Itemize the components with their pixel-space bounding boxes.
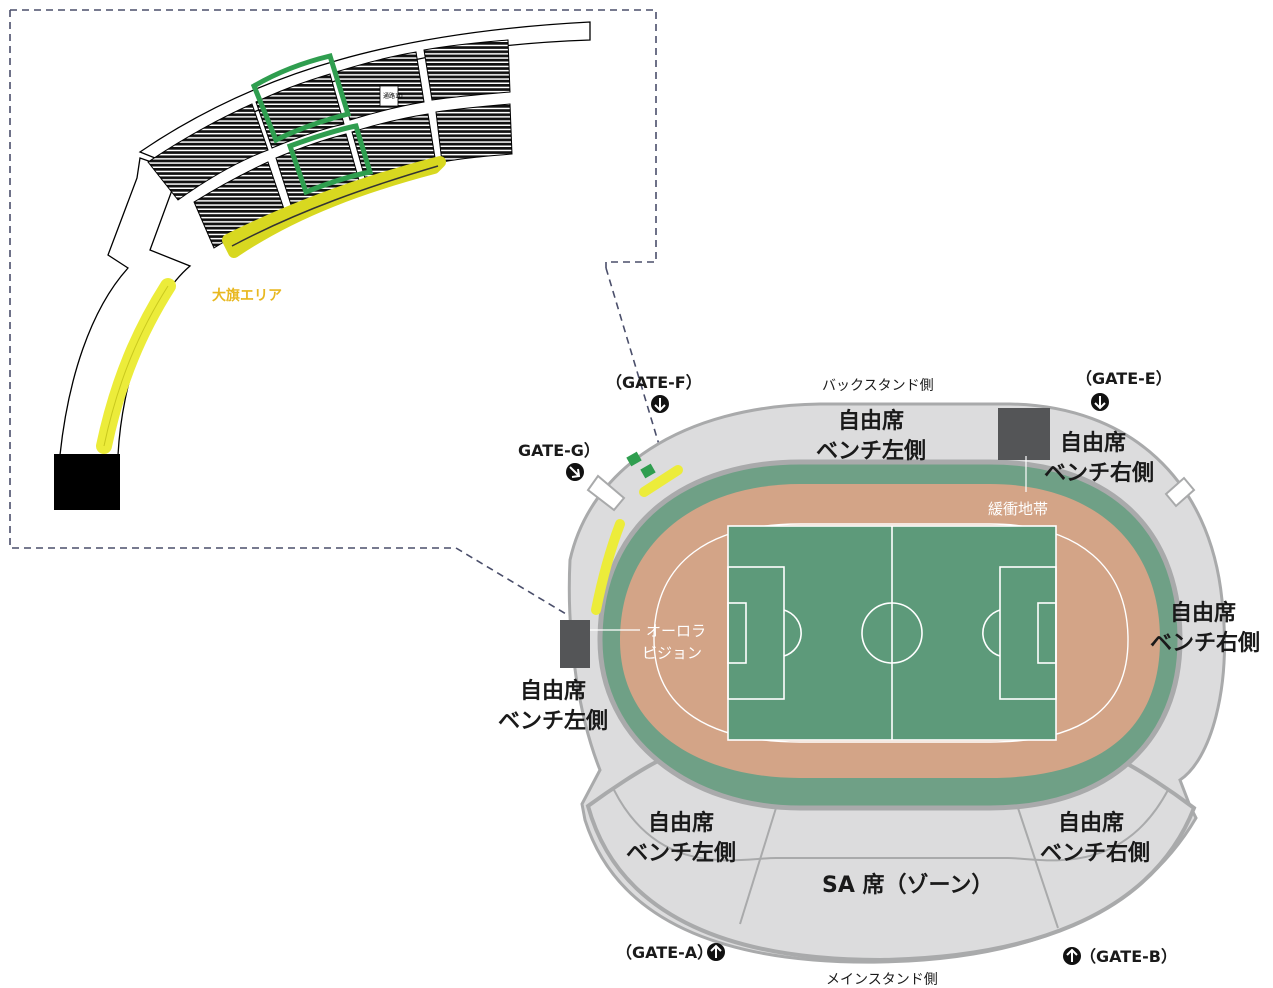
gate-a-label: （GATE-A） — [616, 943, 713, 962]
gate-g-label: GATE-G） — [518, 441, 600, 460]
goal-box-right — [1037, 602, 1057, 664]
seat-block — [255, 73, 345, 149]
centre-circle — [861, 602, 923, 664]
gate-a-arrow-icon — [707, 943, 725, 961]
gate-f-label: （GATE-F） — [606, 373, 702, 392]
aisle-marker — [379, 85, 399, 107]
corner-gap — [1164, 476, 1196, 508]
section-sa: SA 席（ゾーン） — [822, 872, 993, 898]
section-main-left-2: ベンチ左側 — [626, 840, 736, 866]
buffer-zone-label: 緩衝地帯 — [988, 500, 1048, 518]
seat-block — [147, 103, 269, 201]
gate-b-label: （GATE-B） — [1080, 947, 1177, 966]
section-back-right-1: 自由席 — [1060, 430, 1126, 456]
section-main-left-1: 自由席 — [648, 810, 714, 836]
seat-block — [435, 103, 513, 163]
highlight-block-main — [626, 451, 642, 467]
gate-f-arrow-icon — [651, 395, 669, 413]
buffer-zone-block — [998, 408, 1050, 460]
penalty-arc-left — [783, 609, 802, 657]
section-right-2: ベンチ右側 — [1150, 631, 1260, 656]
inset-black-block — [54, 454, 120, 510]
section-left-2: ベンチ左側 — [498, 708, 608, 734]
flag-area-lower-edge — [103, 285, 169, 447]
flag-area-upper-inner — [231, 165, 439, 247]
corner-gap — [586, 474, 626, 512]
back-stand-label: バックスタンド側 — [822, 378, 934, 394]
inset-frame — [9, 9, 657, 615]
aisle-marker-text: 通路10 — [383, 92, 403, 100]
section-main-right-2: ベンチ右側 — [1040, 841, 1150, 866]
gate-b-arrow-icon — [1063, 947, 1081, 965]
seat-block — [423, 39, 511, 101]
main-stand-divider — [1017, 807, 1059, 929]
gate-e-arrow-icon — [1091, 393, 1109, 411]
concourse-path — [59, 157, 192, 456]
goal-box-left — [727, 602, 747, 664]
aurora-vision-label-2: ビジョン — [642, 644, 702, 662]
section-back-right-2: ベンチ右側 — [1044, 461, 1154, 486]
section-back-left-1: 自由席 — [838, 408, 904, 434]
highlight-block-main — [640, 463, 656, 479]
penalty-arc-right — [982, 609, 1001, 657]
flag-area-main — [591, 519, 625, 615]
zoomed-inset: 通路10 大旗エリア — [9, 9, 661, 615]
callout-line — [605, 267, 661, 449]
highlight-block — [250, 53, 352, 144]
flag-area-label: 大旗エリア — [212, 287, 282, 304]
main-stand-divider — [739, 807, 777, 925]
aurora-vision-label-1: オーロラ — [646, 622, 706, 640]
highlight-block — [286, 123, 374, 196]
stadium — [560, 402, 1226, 964]
section-left-1: 自由席 — [520, 678, 586, 704]
upper-tier — [147, 39, 511, 201]
section-main-right-1: 自由席 — [1058, 810, 1124, 836]
section-right-1: 自由席 — [1170, 600, 1236, 626]
gate-e-label: （GATE-E） — [1076, 369, 1172, 388]
aurora-vision-screen — [560, 620, 590, 668]
section-back-left-2: ベンチ左側 — [816, 438, 926, 464]
gate-g-arrow-icon — [566, 463, 584, 481]
flag-area-main — [639, 465, 683, 497]
main-stand-label: メインスタンド側 — [826, 972, 938, 988]
main-stand-divider — [613, 789, 1169, 862]
